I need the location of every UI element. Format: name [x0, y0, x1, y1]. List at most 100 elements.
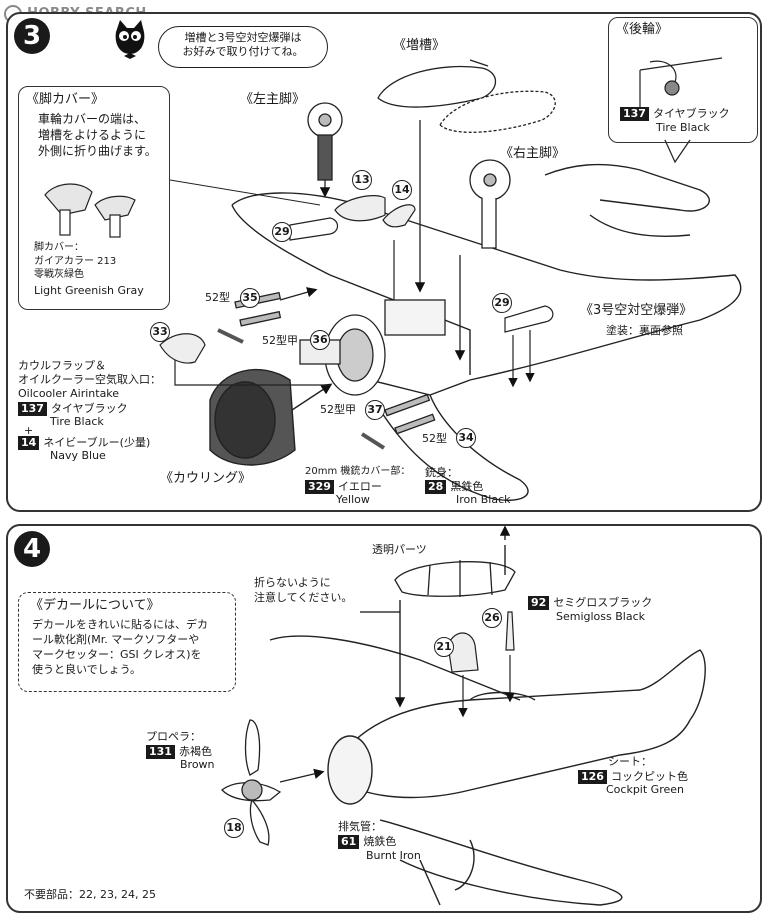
tail-wheel-code: 137: [620, 107, 649, 121]
bubble-line1: 増槽と3号空対空爆弾は: [184, 31, 302, 44]
cowl-flap-plus: +: [24, 424, 34, 437]
part-14: 14: [392, 180, 412, 200]
canopy-drawing: [394, 560, 516, 597]
decal-box-line3: マークセッター：GSI クレオス)を: [32, 648, 202, 661]
gun-cover-en: Yellow: [336, 493, 370, 506]
unused-parts: 不要部品：22, 23, 24, 25: [24, 888, 156, 901]
propeller-en: Brown: [180, 758, 215, 771]
gear-cover-paint-label: 脚カバー：: [34, 242, 84, 253]
step4-number: 4: [14, 531, 50, 567]
label-type52ko-a: 52型甲: [262, 334, 298, 347]
step3-number: 3: [14, 18, 50, 54]
antenna-part-drawing: [505, 611, 515, 703]
cowl-flap-drawing: [159, 333, 330, 386]
label-type52-a: 52型: [205, 291, 230, 304]
cowl-flap-jp2: ネイビーブルー(少量): [43, 436, 151, 449]
cowl-flap-code2: 14: [18, 436, 40, 450]
decal-box-title: 《デカールについて》: [30, 598, 160, 613]
part-29-left: 29: [272, 222, 292, 242]
right-gear-title: 《右主脚》: [500, 146, 566, 161]
left-main-gear-drawing: [307, 102, 343, 198]
gear-cover-paint-jp: 零戦灰緑色: [34, 269, 84, 280]
gear-cover-line3: 外側に折り曲げます。: [38, 144, 157, 158]
part-33: 33: [150, 322, 170, 342]
exhaust-code: 61: [338, 835, 360, 849]
step4-panel: [6, 524, 762, 913]
bubble-line2: お好みで取り付けてね。: [182, 45, 304, 58]
decal-box: [18, 592, 236, 692]
part-34: 34: [456, 428, 476, 448]
part-26: 26: [482, 608, 502, 628]
seat-label: シート：: [608, 755, 652, 768]
step4-arrows: [360, 525, 511, 708]
step3-speech-bubble: 増槽と3号空対空爆弾は お好みで取り付けてね。: [158, 26, 328, 68]
cowl-flap-en1: Tire Black: [50, 415, 104, 428]
propeller-drawing: [221, 719, 325, 846]
gun-barrel-label: 銃身：: [425, 466, 458, 479]
cowl-flap-line1: カウルフラップ＆: [18, 359, 106, 372]
clear-parts-label: 透明パーツ: [372, 543, 427, 556]
bomb-title: 《3号空対空爆弾》: [580, 303, 693, 318]
cowl-flap-code1: 137: [18, 402, 47, 416]
gear-cover-paint-en: Light Greenish Gray: [34, 284, 144, 297]
cowl-flap-line3: Oilcooler Airintake: [18, 387, 120, 400]
swap-arrows: [217, 328, 386, 450]
propeller-jp: 赤褐色: [178, 745, 212, 758]
label-type52-b: 52型: [422, 432, 447, 445]
gun-barrel-code: 28: [425, 480, 447, 494]
part-35: 35: [240, 288, 260, 308]
tail-wheel-title: 《後輪》: [616, 22, 669, 37]
cowl-flap-en2: Navy Blue: [50, 449, 106, 462]
decal-box-line4: 使うと良いでしょう。: [32, 663, 142, 676]
semigloss-jp: セミグロスブラック: [553, 596, 653, 609]
gear-cover-line2: 増槽をよけるように: [38, 128, 147, 142]
step4-airplane-drawing: [269, 635, 706, 906]
tail-wheel-en: Tire Black: [656, 121, 710, 134]
semigloss-code: 92: [528, 596, 550, 610]
seat-en: Cockpit Green: [606, 783, 684, 796]
bomb-paint: 塗装：裏面参照: [606, 324, 683, 337]
gun-barrel-en: Iron Black: [456, 493, 511, 506]
decal-box-line1: デカールをきれいに貼るには、デカ: [32, 618, 208, 631]
step3-wing-drawing: [231, 163, 742, 501]
gun-cover-jp: イエロー: [337, 480, 382, 493]
gear-cover-box: [18, 86, 170, 310]
exhaust-label: 排気管：: [338, 820, 382, 833]
cowling-title: 《カウリング》: [160, 471, 252, 486]
gear-cover-title: 《脚カバー》: [26, 92, 105, 107]
gear-cover-leader-line: [169, 179, 321, 206]
part-37: 37: [365, 400, 385, 420]
label-type52ko-b: 52型甲: [320, 403, 356, 416]
seat-code: 126: [578, 770, 607, 784]
gear-cover-line1: 車輪カバーの端は、: [38, 112, 147, 126]
part-29-right: 29: [492, 293, 512, 313]
gun-cover-label: 20mm 機銃カバー部：: [305, 466, 411, 477]
propeller-code: 131: [146, 745, 175, 759]
engine-drawing: [299, 299, 446, 396]
gun-barrel-jp: 黒鉄色: [450, 480, 484, 493]
cowl-flap-line2: オイルクーラー空気取入口：: [18, 373, 161, 386]
cowling-drawing: [209, 368, 333, 466]
gear-cover-paint-brand: ガイアカラー 213: [34, 256, 117, 267]
bomb-drawings: [289, 217, 554, 388]
part-36: 36: [310, 330, 330, 350]
left-gear-title: 《左主脚》: [240, 92, 306, 107]
gear-cover-drawings: [334, 195, 416, 313]
propeller-label: プロペラ：: [146, 730, 201, 743]
exhaust-en: Burnt Iron: [366, 849, 421, 862]
right-main-gear-drawing: [454, 159, 511, 361]
seat-jp: コックピット色: [610, 770, 688, 783]
cat-mascot-icon: [110, 18, 150, 60]
tail-wheel-callout-tail: [664, 139, 691, 164]
cowl-flap-jp1: タイヤブラック: [50, 402, 128, 415]
